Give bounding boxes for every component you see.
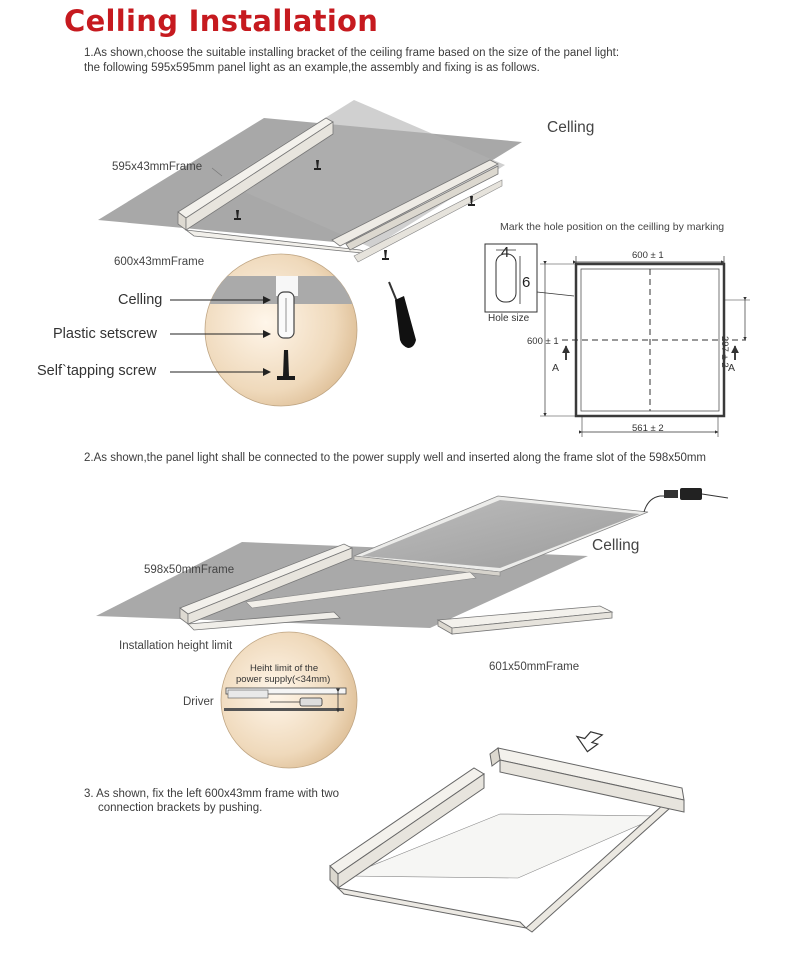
section-a-right: A — [728, 362, 736, 374]
hole-size-label: Hole size — [488, 313, 530, 324]
page-title: Celling Installation — [64, 4, 379, 38]
power-cable — [643, 488, 729, 513]
hole-size-diagram — [484, 243, 575, 313]
ceiling-plane-1 — [98, 100, 522, 248]
dim-top: 600 ± 1 — [632, 250, 664, 261]
step1-text-line2: the following 595x595mm panel light as a… — [84, 62, 540, 74]
section-a-left: A — [552, 362, 560, 374]
step3-text-line1: 3. As shown, fix the left 600x43mm frame… — [84, 788, 340, 800]
step2-text: 2.As shown,the panel light shall be conn… — [84, 452, 707, 464]
frame-598-rail — [179, 543, 477, 631]
frame-598-label: 598x50mmFrame — [144, 564, 235, 576]
ceiling-label-2: Celling — [592, 537, 640, 554]
push-arrow — [575, 731, 604, 753]
screwdriver — [388, 281, 416, 348]
hole-height-value: 6 — [522, 274, 531, 291]
detail-circle-1 — [204, 253, 358, 407]
screws-on-ceiling — [234, 160, 475, 260]
callout-plastic-setscrew: Plastic setscrew — [53, 326, 157, 342]
frame-601-rail — [436, 605, 614, 635]
mark-hole-note: Mark the hole position on the ceilling b… — [500, 221, 725, 233]
panel-light — [353, 495, 649, 577]
frame-595-label: 595x43mmFrame — [112, 161, 203, 173]
frame-assembly — [329, 747, 685, 933]
frame-600-label: 600x43mmFrame — [114, 256, 205, 268]
height-limit-line2: power supply(<34mm) — [236, 674, 331, 685]
callout-self-tapping-screw: Self`tapping screw — [37, 363, 157, 379]
dim-bottom: 561 ± 2 — [632, 423, 664, 434]
detail-circle-2 — [220, 631, 358, 769]
frame-601-label: 601x50mmFrame — [489, 661, 580, 673]
height-limit-line1: Heiht limit of the — [250, 663, 319, 674]
callout-ceiling: Celling — [118, 292, 163, 308]
step1-text-line1: 1.As shown,choose the suitable installin… — [84, 47, 620, 59]
frame-600-rail — [184, 159, 503, 263]
driver-label: Driver — [183, 696, 214, 708]
ceiling-label-1: Celling — [547, 119, 595, 136]
dim-left: 600 ± 1 — [527, 336, 559, 347]
marking-frame — [540, 256, 750, 437]
installation-height-label: Installation height limit — [119, 640, 233, 652]
step3-text-line2: connection brackets by pushing. — [98, 802, 263, 814]
hole-width-value: 4 — [501, 244, 510, 261]
